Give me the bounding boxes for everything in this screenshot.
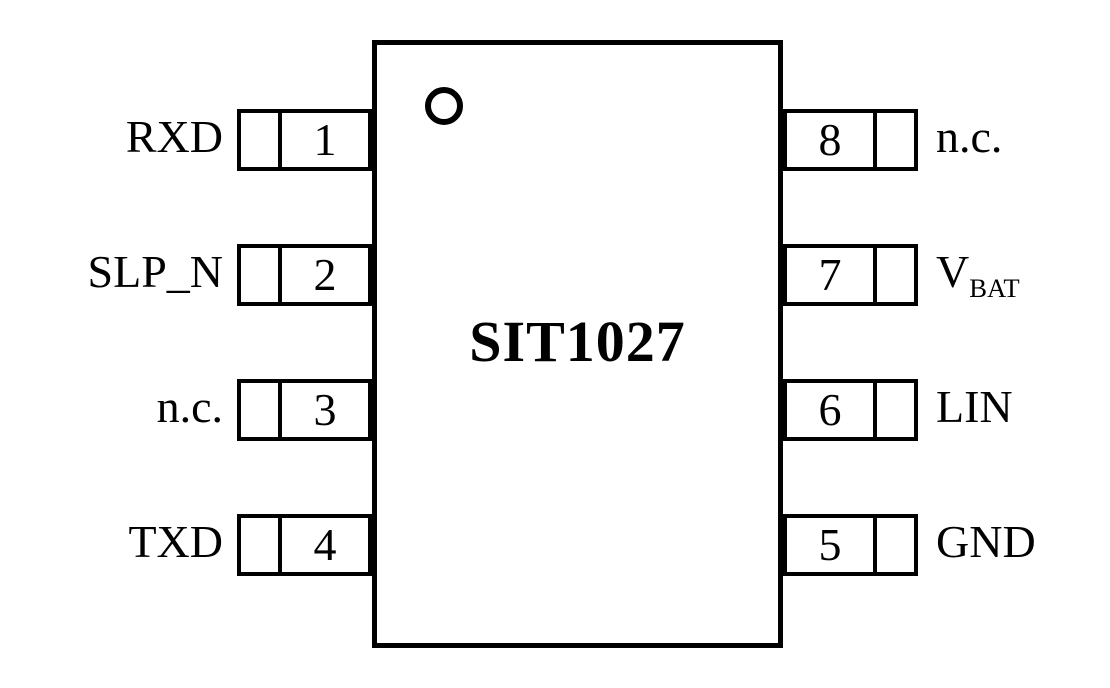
pin1-indicator-icon bbox=[425, 87, 463, 125]
pin-number-2: 2 bbox=[313, 249, 337, 300]
pin-label-text: V bbox=[936, 245, 970, 297]
pin-number-4: 4 bbox=[313, 519, 337, 570]
pin-number-7: 7 bbox=[818, 249, 842, 300]
pin-box-6: 6 bbox=[783, 379, 918, 441]
pin-label-text: n.c. bbox=[156, 380, 223, 432]
pin-row-4: TXD 4 bbox=[0, 514, 372, 576]
pin-box-1: 1 bbox=[237, 109, 372, 171]
pin-number-8: 8 bbox=[818, 114, 842, 165]
pin-number-5: 5 bbox=[818, 519, 842, 570]
pin-label-text: TXD bbox=[128, 515, 223, 567]
pin-label-text: LIN bbox=[936, 380, 1013, 432]
chip-body: SIT1027 bbox=[372, 40, 783, 648]
pin-number-6: 6 bbox=[818, 384, 842, 435]
pin-box-5: 5 bbox=[783, 514, 918, 576]
pin-row-1: RXD 1 bbox=[0, 109, 372, 171]
pin-label-txd: TXD bbox=[128, 515, 223, 572]
pin-label-gnd: GND bbox=[936, 515, 1036, 572]
pin-label-text: SLP_N bbox=[87, 245, 223, 297]
pin-box-2: 2 bbox=[237, 244, 372, 306]
pin-pad-1 bbox=[241, 113, 282, 167]
pin-pad-4 bbox=[241, 518, 282, 572]
pin-box-8: 8 bbox=[783, 109, 918, 171]
pin-pad-6 bbox=[873, 383, 914, 437]
pin-label-lin: LIN bbox=[936, 380, 1013, 437]
pin-number-3: 3 bbox=[313, 384, 337, 435]
pin-label-text: GND bbox=[936, 515, 1036, 567]
right-pin-column: 8 n.c. 7 VBAT 6 LIN 5 GND bbox=[783, 109, 1110, 576]
pin-row-2: SLP_N 2 bbox=[0, 244, 372, 306]
chip-name: SIT1027 bbox=[469, 309, 686, 374]
pin-pad-2 bbox=[241, 248, 282, 302]
pin-label-vbat: VBAT bbox=[936, 245, 1020, 303]
pin-row-8: 8 n.c. bbox=[783, 109, 1110, 171]
pin-label-nc-left: n.c. bbox=[156, 380, 223, 437]
pin-pad-8 bbox=[873, 113, 914, 167]
pin-pad-3 bbox=[241, 383, 282, 437]
pin-label-text: n.c. bbox=[936, 110, 1003, 162]
pin-pad-5 bbox=[873, 518, 914, 572]
pin-label-subscript: BAT bbox=[969, 272, 1020, 303]
pin-label-slp-n: SLP_N bbox=[87, 245, 223, 302]
pin-box-3: 3 bbox=[237, 379, 372, 441]
pin-row-3: n.c. 3 bbox=[0, 379, 372, 441]
pin-number-1: 1 bbox=[313, 114, 337, 165]
pin-box-4: 4 bbox=[237, 514, 372, 576]
pin-row-5: 5 GND bbox=[783, 514, 1110, 576]
pin-box-7: 7 bbox=[783, 244, 918, 306]
pin-label-rxd: RXD bbox=[125, 110, 223, 167]
pin-pad-7 bbox=[873, 248, 914, 302]
pin-label-text: RXD bbox=[125, 110, 223, 162]
pin-row-6: 6 LIN bbox=[783, 379, 1110, 441]
pin-row-7: 7 VBAT bbox=[783, 244, 1110, 306]
left-pin-column: RXD 1 SLP_N 2 n.c. 3 TXD 4 bbox=[0, 109, 372, 576]
pin-label-nc-right: n.c. bbox=[936, 110, 1003, 167]
